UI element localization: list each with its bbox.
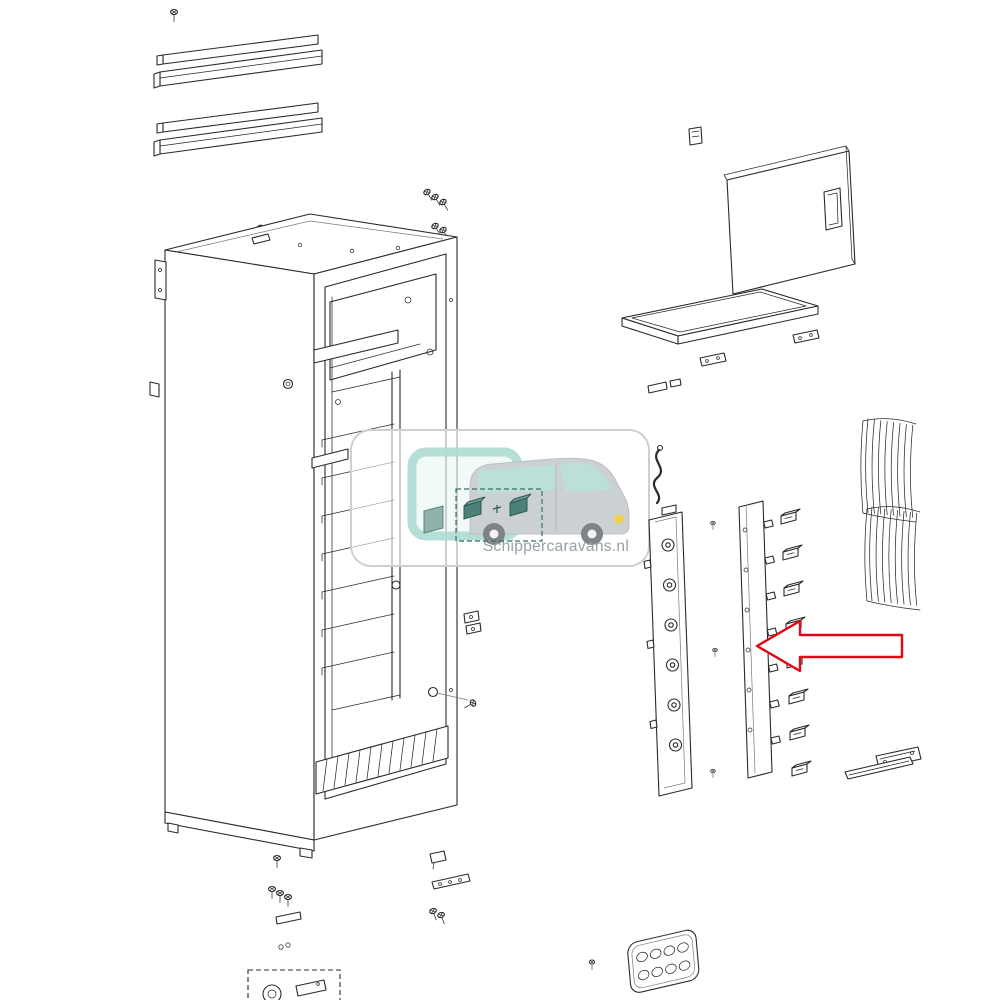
top-hinge-bracket bbox=[251, 233, 271, 245]
shelf-support bbox=[311, 448, 349, 469]
mounting-rail-top-1 bbox=[153, 34, 323, 89]
screw-set-bottom bbox=[268, 850, 596, 971]
mounting-strip-right bbox=[738, 500, 781, 779]
wire-harness bbox=[652, 444, 664, 505]
watermark: Schippercaravans.nl bbox=[350, 429, 650, 567]
clip-callout bbox=[423, 488, 543, 542]
side-hinge-plate bbox=[154, 259, 167, 301]
door-panel bbox=[688, 126, 856, 295]
bottom-hardware-callout bbox=[247, 969, 341, 1000]
door-handle-recess bbox=[823, 187, 843, 231]
mounting-rail-top-2 bbox=[153, 102, 323, 157]
wire-shelf bbox=[315, 725, 449, 795]
tray-bracket bbox=[699, 352, 727, 367]
fixing-clip bbox=[789, 724, 810, 741]
vent-grille-lower bbox=[864, 506, 921, 611]
fixing-clip bbox=[788, 688, 809, 705]
drip-tray bbox=[621, 288, 820, 394]
cooling-fins bbox=[311, 423, 395, 676]
fixing-clip bbox=[791, 760, 812, 777]
bottom-right-bracket bbox=[844, 746, 922, 780]
ice-cube-tray bbox=[627, 929, 700, 993]
vent-grille-upper bbox=[860, 418, 917, 523]
mounting-strip-left bbox=[643, 504, 693, 797]
door-clip bbox=[688, 126, 703, 146]
freezer-compartment bbox=[313, 273, 437, 381]
refrigerator-cabinet bbox=[149, 213, 482, 859]
highlight-arrow bbox=[755, 619, 904, 673]
watermark-text: Schippercaravans.nl bbox=[483, 538, 629, 555]
cabinet-vent bbox=[423, 505, 444, 534]
fixing-clip bbox=[783, 580, 804, 597]
small-fixing-plates bbox=[463, 610, 482, 635]
tray-bracket bbox=[792, 329, 820, 344]
evaporator-panel bbox=[331, 369, 401, 711]
fixing-clip bbox=[780, 508, 801, 525]
headlight-icon bbox=[614, 514, 624, 524]
fixing-clip bbox=[782, 544, 803, 561]
